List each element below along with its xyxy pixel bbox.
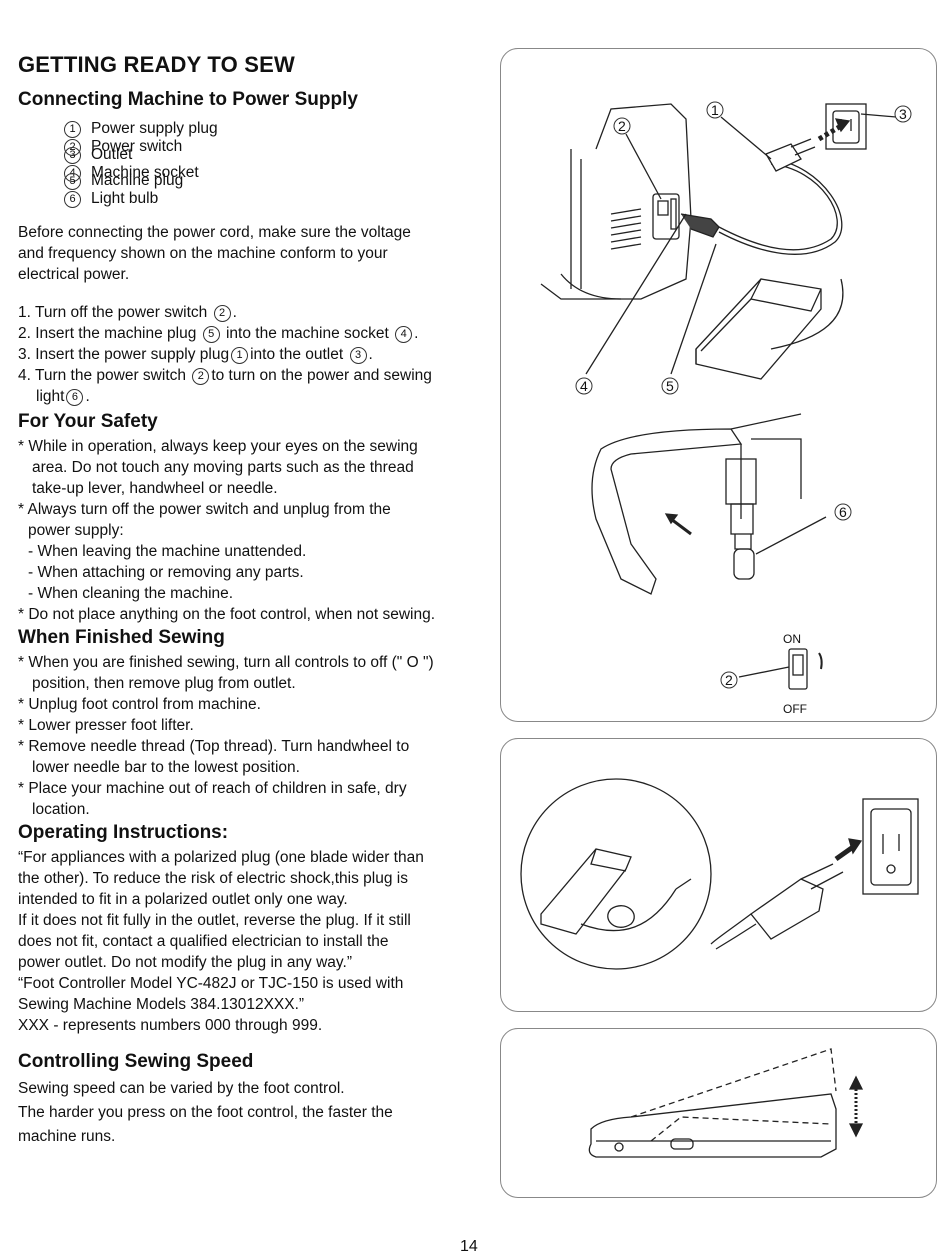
callout-5: 5: [666, 378, 674, 394]
safety-list: * While in operation, always keep your e…: [18, 438, 436, 623]
foot-control-svg: [588, 1048, 864, 1158]
steps-list: 1. Turn off the power switch 2. 2. Inser…: [18, 302, 432, 407]
foot-control-figure: [500, 1028, 937, 1198]
operating-paragraph: “For appliances with a polarized plug (o…: [18, 849, 424, 1034]
section-heading-safety: For Your Safety: [18, 411, 158, 432]
section-heading-finished: When Finished Sewing: [18, 627, 225, 648]
machine-diagram-svg: 1 2 3 4 5 6 2 ON OFF: [540, 101, 912, 716]
plug-diagram-svg: [520, 778, 919, 970]
step-1: 1. Turn off the power switch 2.: [18, 304, 237, 322]
page-number: 14: [460, 1238, 478, 1255]
section-heading-operating: Operating Instructions:: [18, 822, 229, 843]
power-connection-figure: 1 2 3 4 5 6 2 ON OFF: [500, 48, 937, 722]
callout-1: 1: [711, 102, 719, 118]
section-heading-speed: Controlling Sewing Speed: [18, 1051, 254, 1072]
intro-paragraph: Before connecting the power cord, make s…: [18, 224, 411, 283]
switch-off-label: OFF: [783, 702, 807, 716]
callout-6: 6: [839, 504, 847, 520]
step-2: 2. Insert the machine plug 5 into the ma…: [18, 325, 419, 343]
finished-list: * When you are finished sewing, turn all…: [18, 654, 434, 818]
polarized-plug-figure: [500, 738, 937, 1012]
callout-2b: 2: [725, 672, 733, 688]
callout-2: 2: [618, 118, 626, 134]
callout-3: 3: [899, 106, 907, 122]
switch-on-label: ON: [783, 632, 801, 646]
speed-paragraph: Sewing speed can be varied by the foot c…: [18, 1080, 393, 1145]
section-heading-power: Connecting Machine to Power Supply: [18, 89, 358, 110]
page-title: GETTING READY TO SEW: [18, 52, 295, 77]
callout-4: 4: [580, 378, 588, 394]
